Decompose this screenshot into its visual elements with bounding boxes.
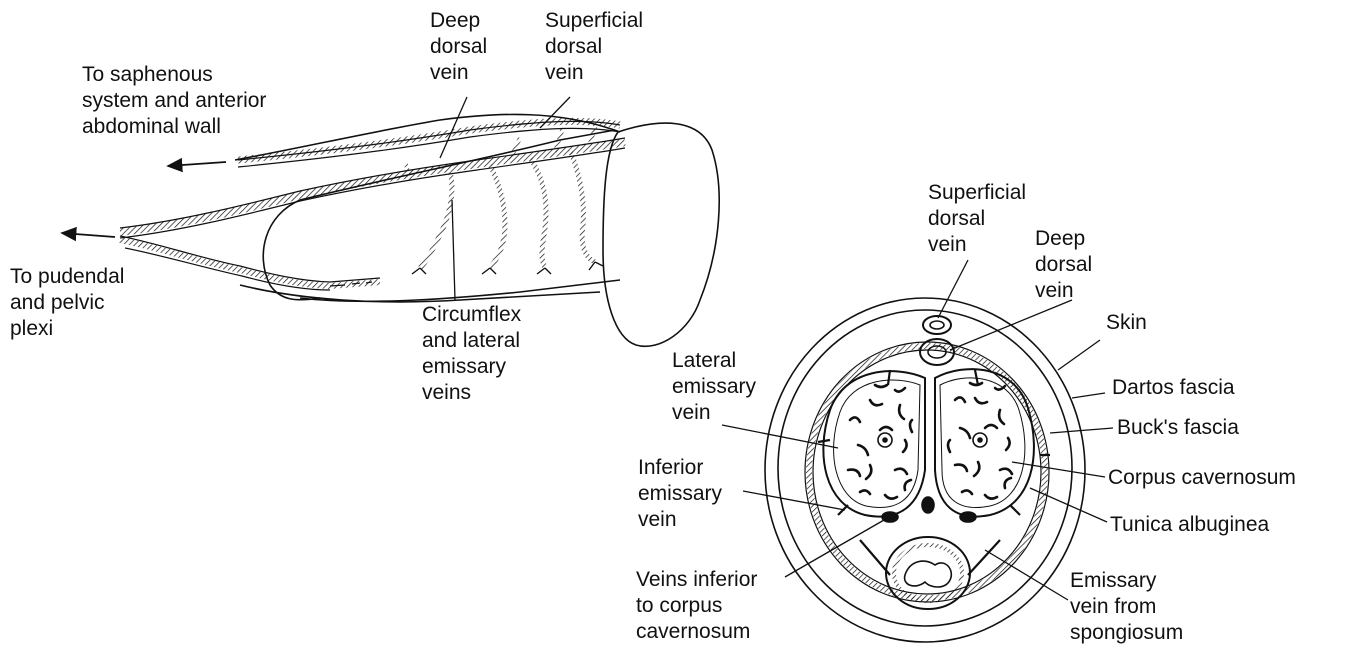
label-to-saphenous: To saphenous system and anterior abdomin… [82,62,266,140]
label-to-pudendal: To pudendal and pelvic plexi [10,264,124,342]
label-tunica-albuginea: Tunica albuginea [1110,512,1269,538]
superficial-dorsal-vein-xs [923,316,951,334]
inferior-vein-1 [882,512,898,522]
label-lateral-emissary-vein: Lateral emissary vein [672,348,756,426]
inferior-vein-3 [922,497,934,513]
label-skin: Skin [1106,310,1147,336]
label-bucks-fascia: Buck's fascia [1117,415,1239,441]
circumflex-vein-4 [570,150,595,262]
circumflex-vein-1 [420,172,452,268]
corpus-cavernosum-left [823,371,925,516]
label-dartos-fascia: Dartos fascia [1112,375,1235,401]
label-deep-dorsal-vein-xs: Deep dorsal vein [1035,226,1092,304]
urethra [905,561,952,587]
label-veins-inferior: Veins inferior to corpus cavernosum [636,567,757,645]
label-superficial-dorsal-vein-xs: Superficial dorsal vein [928,180,1026,258]
inferior-vein-2 [960,512,976,522]
arrow-to-pudendal [62,233,115,237]
arrow-to-saphenous [168,162,226,166]
label-inferior-emissary-vein: Inferior emissary vein [638,455,722,533]
cross-section-illustration [765,298,1085,642]
label-emissary-from-spongiosum: Emissary vein from spongiosum [1070,568,1183,646]
pudendal-vein-path [120,240,380,286]
circumflex-vein-2 [490,165,505,268]
side-view-illustration [120,114,719,346]
label-circumflex: Circumflex and lateral emissary veins [422,302,521,406]
label-deep-dorsal-vein-side: Deep dorsal vein [430,8,487,86]
label-corpus-cavernosum: Corpus cavernosum [1108,465,1296,491]
label-superficial-dorsal-vein-side: Superficial dorsal vein [545,8,643,86]
circumflex-vein-3 [530,158,546,268]
glans [603,123,719,346]
